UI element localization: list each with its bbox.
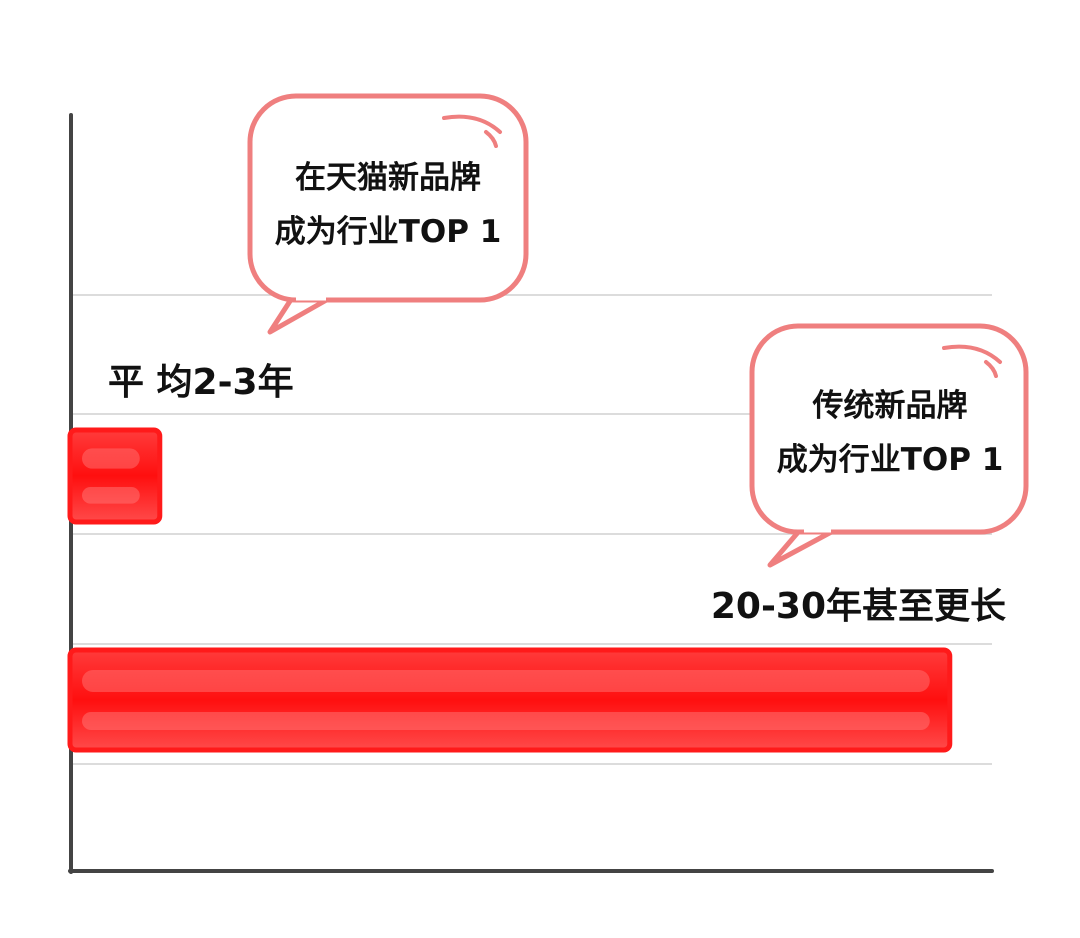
bar-highlight (82, 448, 140, 469)
bubble-highlight-mark (984, 360, 998, 378)
bubble-highlight-mark (942, 344, 1002, 364)
bar-highlight (82, 670, 930, 692)
bar-2 (67, 647, 953, 753)
bubble-text-line: 成为行业TOP 1 (275, 214, 502, 250)
bar-value-label: 20-30年甚至更长 (711, 586, 1006, 627)
bar-highlight (82, 487, 140, 504)
bubble-highlight-mark (484, 130, 498, 148)
bar-value-label: 平 均2-3年 (108, 362, 294, 403)
bubble-text-line: 在天猫新品牌 (295, 160, 481, 196)
bubble-text-line: 传统新品牌 (812, 388, 968, 424)
bubble-body (247, 93, 529, 303)
bubble-tail (267, 295, 333, 335)
bars (67, 427, 953, 753)
value-labels: 平 均2-3年 20-30年甚至更长 (108, 362, 1006, 627)
bar-1 (67, 427, 163, 525)
bubble-tail (767, 527, 838, 568)
bar-fill (67, 427, 163, 525)
bar-fill (67, 647, 953, 753)
bubble-text-line: 成为行业TOP 1 (777, 442, 1004, 478)
bar-highlight (82, 712, 930, 730)
bubble-body (749, 323, 1029, 535)
bubble-highlight-mark (442, 114, 502, 134)
